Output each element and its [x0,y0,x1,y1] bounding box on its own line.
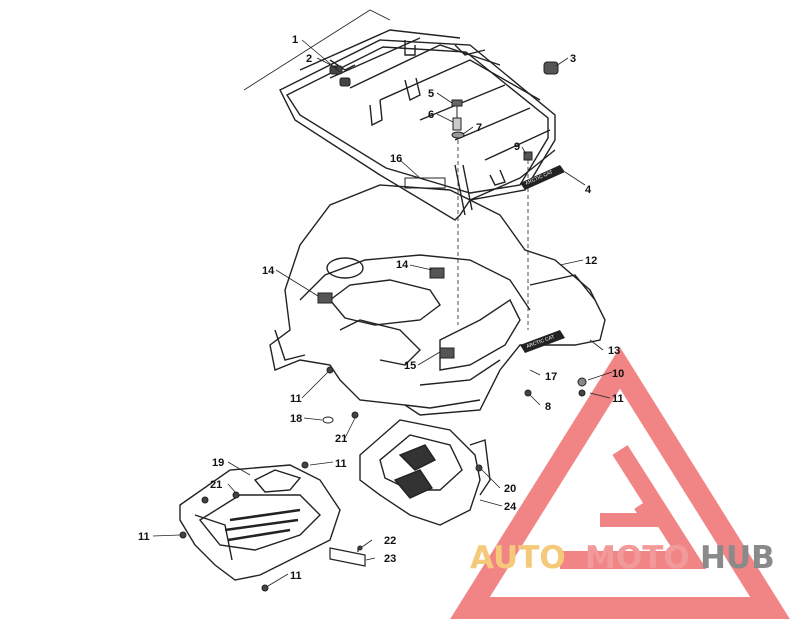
callout-11-e: 11 [290,570,302,582]
callout-11-c: 11 [335,458,347,470]
rack-decal: ARCTIC CAT [520,165,565,190]
svg-text:MOTO: MOTO [585,540,690,576]
callout-16: 16 [390,153,402,165]
callout-18: 18 [290,413,302,425]
svg-text:AUTO: AUTO [470,540,566,576]
callout-21-a: 21 [335,433,347,445]
callout-11-a: 11 [290,393,302,405]
callout-9: 9 [514,141,520,153]
callout-2: 2 [306,53,312,65]
callout-17: 17 [545,371,557,383]
callout-7: 7 [476,122,482,134]
callout-labels: 1 2 3 4 5 6 7 8 9 10 11 11 11 11 11 12 1… [138,34,624,582]
callout-12: 12 [585,255,597,267]
callout-14-a: 14 [262,265,275,277]
callout-21-b: 21 [210,479,222,491]
callout-13: 13 [608,345,620,357]
fender-fasteners [322,366,587,424]
callout-11-d: 11 [138,531,150,543]
svg-text:HUB: HUB [700,540,775,576]
fender-decal: ARCTIC CAT [520,330,565,353]
callout-15: 15 [404,360,416,372]
callout-23: 23 [384,553,396,565]
callout-11-b: 11 [612,393,624,405]
callout-20: 20 [504,483,516,495]
rack-end-cap [543,61,559,75]
rack-clip [329,65,351,87]
automotohub-logo [450,347,790,619]
automotohub-watermark: AUTO MOTO HUB [470,540,775,576]
rack-hardware [451,99,533,330]
leader-lines [152,9,613,587]
callout-24: 24 [504,501,517,513]
callout-8: 8 [545,401,551,413]
callout-6: 6 [428,109,434,121]
callout-19: 19 [212,457,224,469]
callout-10: 10 [612,368,624,380]
footwell-fasteners [179,411,483,592]
callout-4: 4 [585,184,592,196]
callout-22: 22 [384,535,396,547]
callout-5: 5 [428,88,434,100]
callout-1: 1 [292,34,298,46]
footwell-right [359,419,491,526]
callout-3: 3 [570,53,576,65]
rear-rack [279,29,556,221]
fender-vent-inserts [317,267,455,359]
footwell-left [179,464,341,581]
callout-14-b: 14 [396,259,409,271]
